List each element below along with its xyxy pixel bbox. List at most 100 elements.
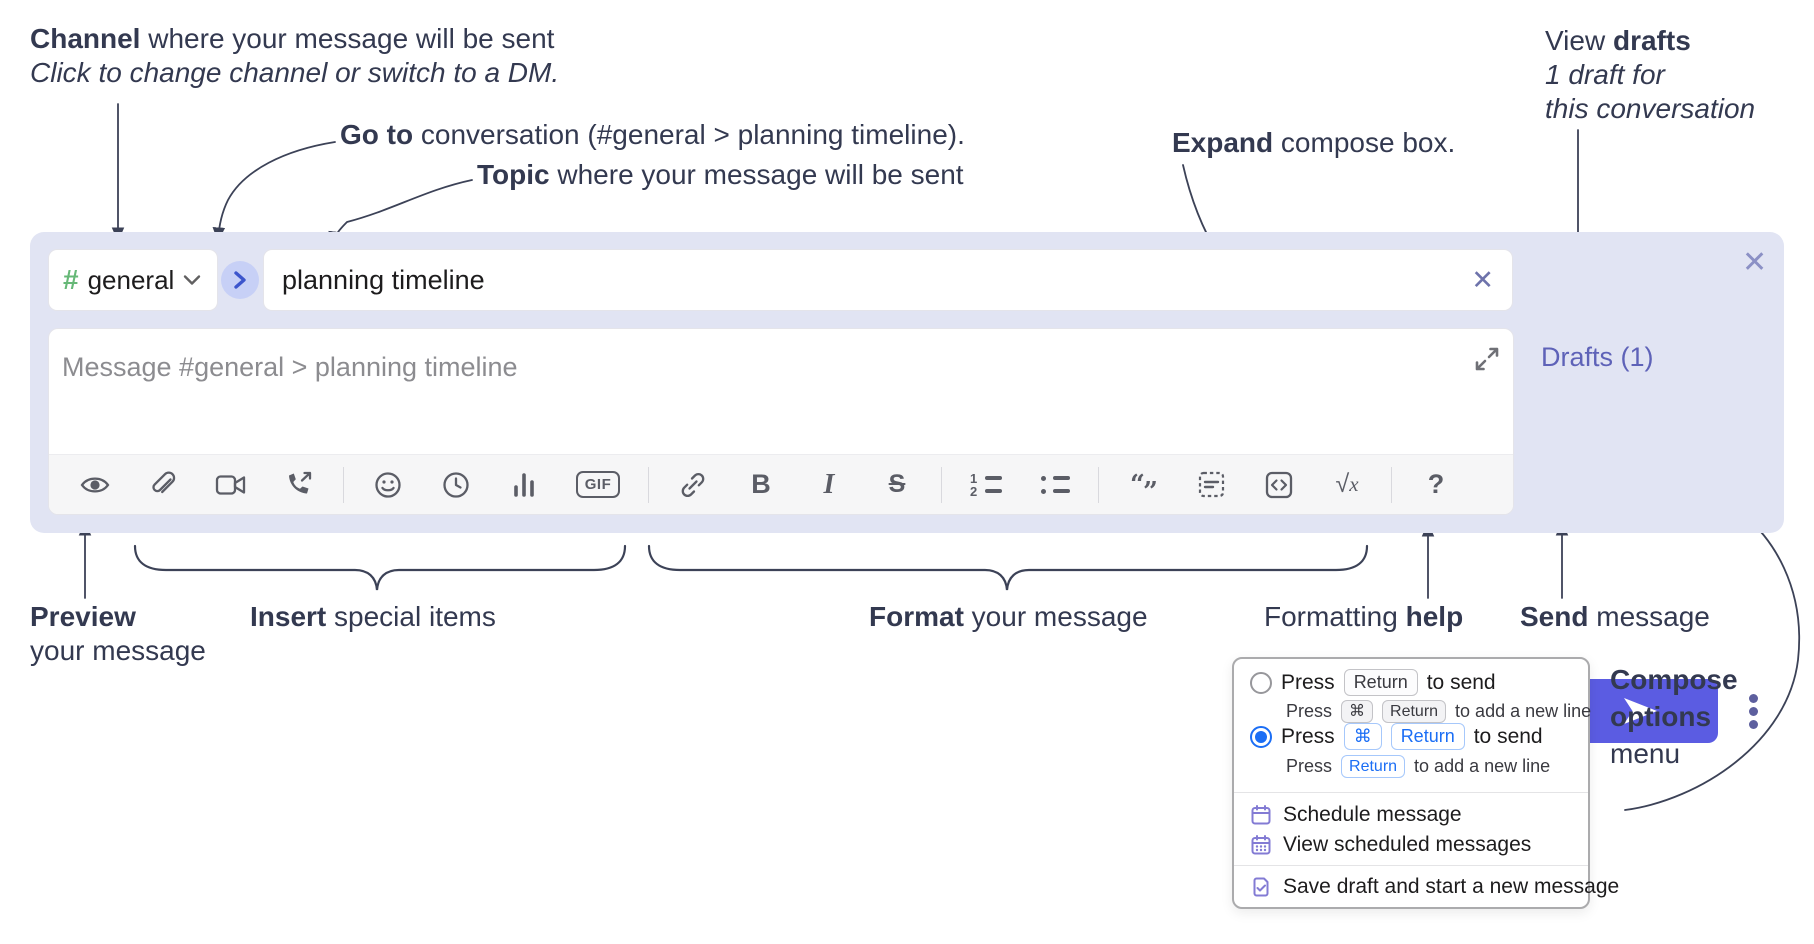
expand-compose-icon[interactable] <box>1473 345 1501 373</box>
return-key-chip-blue-sm: Return <box>1341 755 1406 778</box>
expand-annotation: Expand compose box. <box>1172 126 1455 159</box>
strike-glyph: S <box>888 470 906 498</box>
topic-annotation-bold: Topic <box>477 159 550 190</box>
expand-annotation-rest: compose box. <box>1273 127 1456 158</box>
menu-item-view-scheduled[interactable]: View scheduled messages <box>1250 833 1531 857</box>
radio-unselected-icon[interactable] <box>1250 671 1272 694</box>
quote-close-glyph: ” <box>1143 476 1158 507</box>
drafts-link[interactable]: Drafts (1) <box>1541 342 1654 372</box>
compose-options-menu: Press Return to send Press ⌘ Return to a… <box>1232 657 1619 909</box>
gif-icon[interactable]: GIF <box>570 463 626 507</box>
option1-suffix: to send <box>1426 670 1496 694</box>
options-label-line1: Compose <box>1610 664 1738 695</box>
format-label-bold: Format <box>869 601 964 632</box>
blockquote-icon[interactable]: “” <box>1121 463 1165 507</box>
italic-icon[interactable]: I <box>807 463 851 507</box>
cmd-key-chip-blue: ⌘ <box>1343 723 1382 750</box>
code-block-icon[interactable] <box>1189 463 1233 507</box>
link-icon[interactable] <box>671 463 715 507</box>
dots-icon <box>1748 693 1758 703</box>
ol-number-1: 1 <box>970 470 978 486</box>
option2-press: Press <box>1281 724 1335 748</box>
close-compose-icon[interactable]: ✕ <box>1742 246 1768 279</box>
formula-icon[interactable]: √x <box>1325 463 1369 507</box>
option-return-to-send[interactable]: Press Return to send <box>1250 669 1496 696</box>
emoji-icon[interactable] <box>366 463 410 507</box>
toolbar-divider <box>343 466 344 503</box>
formatting-help-icon[interactable]: ? <box>1414 463 1458 507</box>
option1-subtext: Press ⌘ Return to add a new line <box>1286 700 1591 723</box>
menu-item-label: Schedule message <box>1283 803 1462 826</box>
clear-topic-icon[interactable]: ✕ <box>1471 264 1494 295</box>
root-glyph: √ <box>1335 470 1350 498</box>
bulleted-list-icon[interactable] <box>1032 463 1076 507</box>
topic-annotation: Topic where your message will be sent <box>477 158 964 191</box>
options-label-line2: options <box>1610 701 1712 732</box>
audio-call-icon[interactable] <box>277 463 321 507</box>
option-cmd-return-to-send[interactable]: Press ⌘ Return to send <box>1250 723 1543 750</box>
toolbar-divider <box>1391 466 1392 503</box>
poll-bar-chart-icon[interactable] <box>502 463 546 507</box>
compose-options-label: Compose <box>1610 663 1738 696</box>
menu-divider <box>1234 792 1588 793</box>
formatting-help-label: Formatting help <box>1264 600 1463 633</box>
insert-label: Insert special items <box>250 600 496 633</box>
channel-annotation-sub: Click to change channel or switch to a D… <box>30 57 560 88</box>
recent-clock-icon[interactable] <box>434 463 478 507</box>
bold-icon[interactable]: B <box>739 463 783 507</box>
radio-selected-icon[interactable] <box>1250 725 1272 748</box>
view-drafts-line3: this conversation <box>1545 93 1756 124</box>
cmd-key-chip: ⌘ <box>1341 700 1374 723</box>
view-drafts-annotation: View drafts <box>1545 24 1691 57</box>
toolbar-divider <box>941 466 942 503</box>
menu-item-label: View scheduled messages <box>1283 833 1532 856</box>
goto-conversation-button[interactable] <box>221 261 259 299</box>
compose-options-button[interactable] <box>1735 684 1771 738</box>
topic-input[interactable]: planning timeline ✕ <box>263 249 1513 311</box>
menu-item-save-draft[interactable]: Save draft and start a new message <box>1250 875 1619 899</box>
send-label-bold: Send <box>1520 601 1589 632</box>
send-message-label: Send message <box>1520 600 1710 633</box>
option1-press: Press <box>1281 670 1335 694</box>
help-label-bold: help <box>1405 601 1464 632</box>
message-input[interactable]: Message #general > planning timeline <box>62 352 518 382</box>
channel-name: general <box>87 264 175 295</box>
formula-variable-glyph: x <box>1349 472 1359 496</box>
preview-eye-icon[interactable] <box>73 463 117 507</box>
format-label-rest: your message <box>963 601 1148 632</box>
preview-label-bold: Preview <box>30 601 136 632</box>
option1-sub-press: Press <box>1286 701 1333 721</box>
goto-annotation-bold: Go to <box>340 119 414 150</box>
option1-sub-suffix: to add a new line <box>1455 701 1592 721</box>
send-arrow-icon <box>1624 698 1657 724</box>
attachment-paperclip-icon[interactable] <box>141 463 185 507</box>
topic-value: planning timeline <box>282 264 485 295</box>
preview-label: Preview <box>30 600 136 633</box>
return-key-chip: Return <box>1343 669 1418 696</box>
return-key-chip: Return <box>1382 700 1447 723</box>
format-label: Format your message <box>869 600 1148 633</box>
channel-annotation-rest: where your message will be sent <box>140 23 555 54</box>
chevron-right-icon <box>234 271 246 289</box>
menu-divider <box>1234 865 1588 866</box>
channel-annotation-bold: Channel <box>30 23 141 54</box>
view-drafts-line2: 1 draft for <box>1545 59 1665 90</box>
channel-selector-button[interactable]: # general <box>48 249 218 311</box>
video-clip-icon[interactable] <box>209 463 253 507</box>
inline-code-icon[interactable] <box>1257 463 1301 507</box>
option2-subtext: Press Return to add a new line <box>1286 755 1550 778</box>
help-label-pre: Formatting <box>1264 601 1406 632</box>
toolbar-divider <box>648 466 649 503</box>
question-mark-glyph: ? <box>1427 469 1445 499</box>
quote-open-glyph: “ <box>1130 469 1145 500</box>
strikethrough-icon[interactable]: S <box>875 463 919 507</box>
insert-label-rest: special items <box>326 601 496 632</box>
bold-glyph: B <box>751 469 771 499</box>
ol-number-2: 2 <box>970 483 978 499</box>
compose-options-label-line3: menu <box>1610 738 1681 769</box>
calendar-icon <box>1250 804 1272 826</box>
menu-item-schedule-message[interactable]: Schedule message <box>1250 803 1462 827</box>
preview-label-line2: your message <box>30 635 206 666</box>
